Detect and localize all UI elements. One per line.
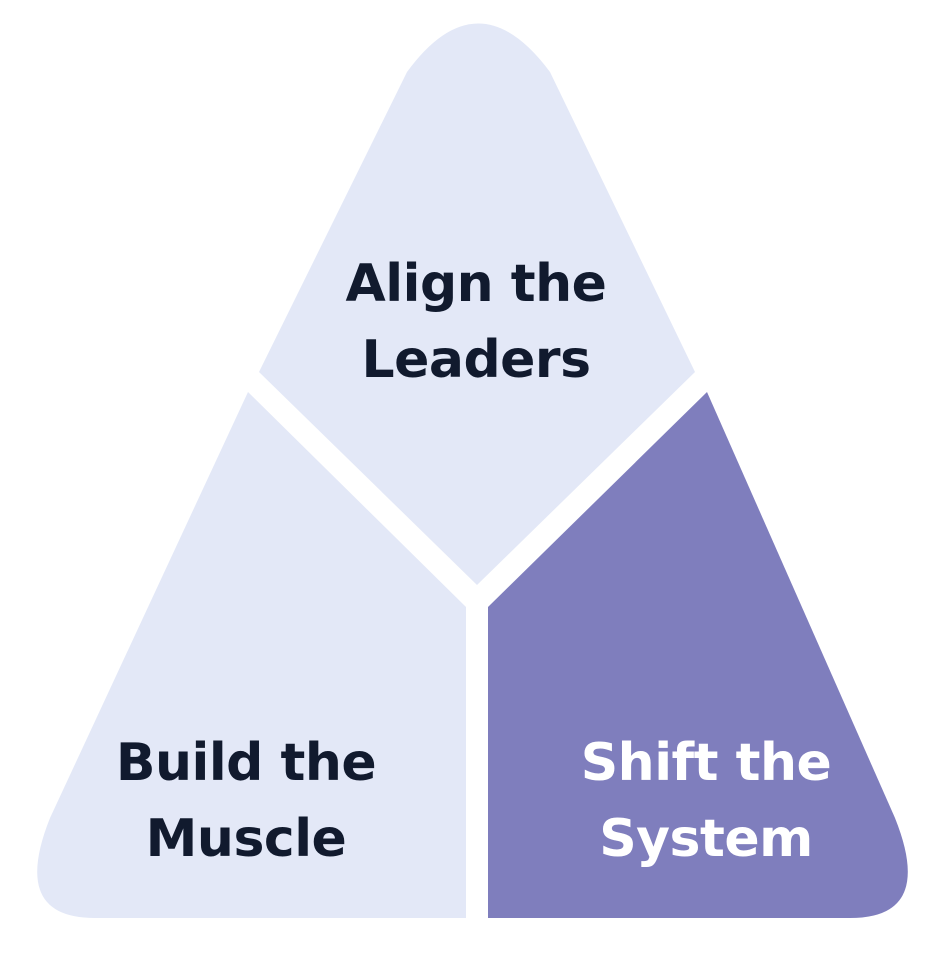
- segment-left-line2: Muscle: [145, 809, 347, 869]
- segment-right-line1: Shift the: [580, 733, 832, 793]
- segment-left-label: Build the Muscle: [46, 725, 446, 877]
- segment-left-line1: Build the: [115, 733, 377, 793]
- segment-top-label: Align the Leaders: [276, 246, 676, 398]
- segment-right-line2: System: [599, 809, 813, 869]
- segment-right-label: Shift the System: [506, 725, 906, 877]
- segment-top[interactable]: [259, 23, 695, 586]
- segment-left[interactable]: [37, 392, 466, 918]
- segment-right[interactable]: [488, 392, 908, 918]
- segment-top-line2: Leaders: [361, 330, 591, 390]
- segment-top-line1: Align the: [345, 254, 607, 314]
